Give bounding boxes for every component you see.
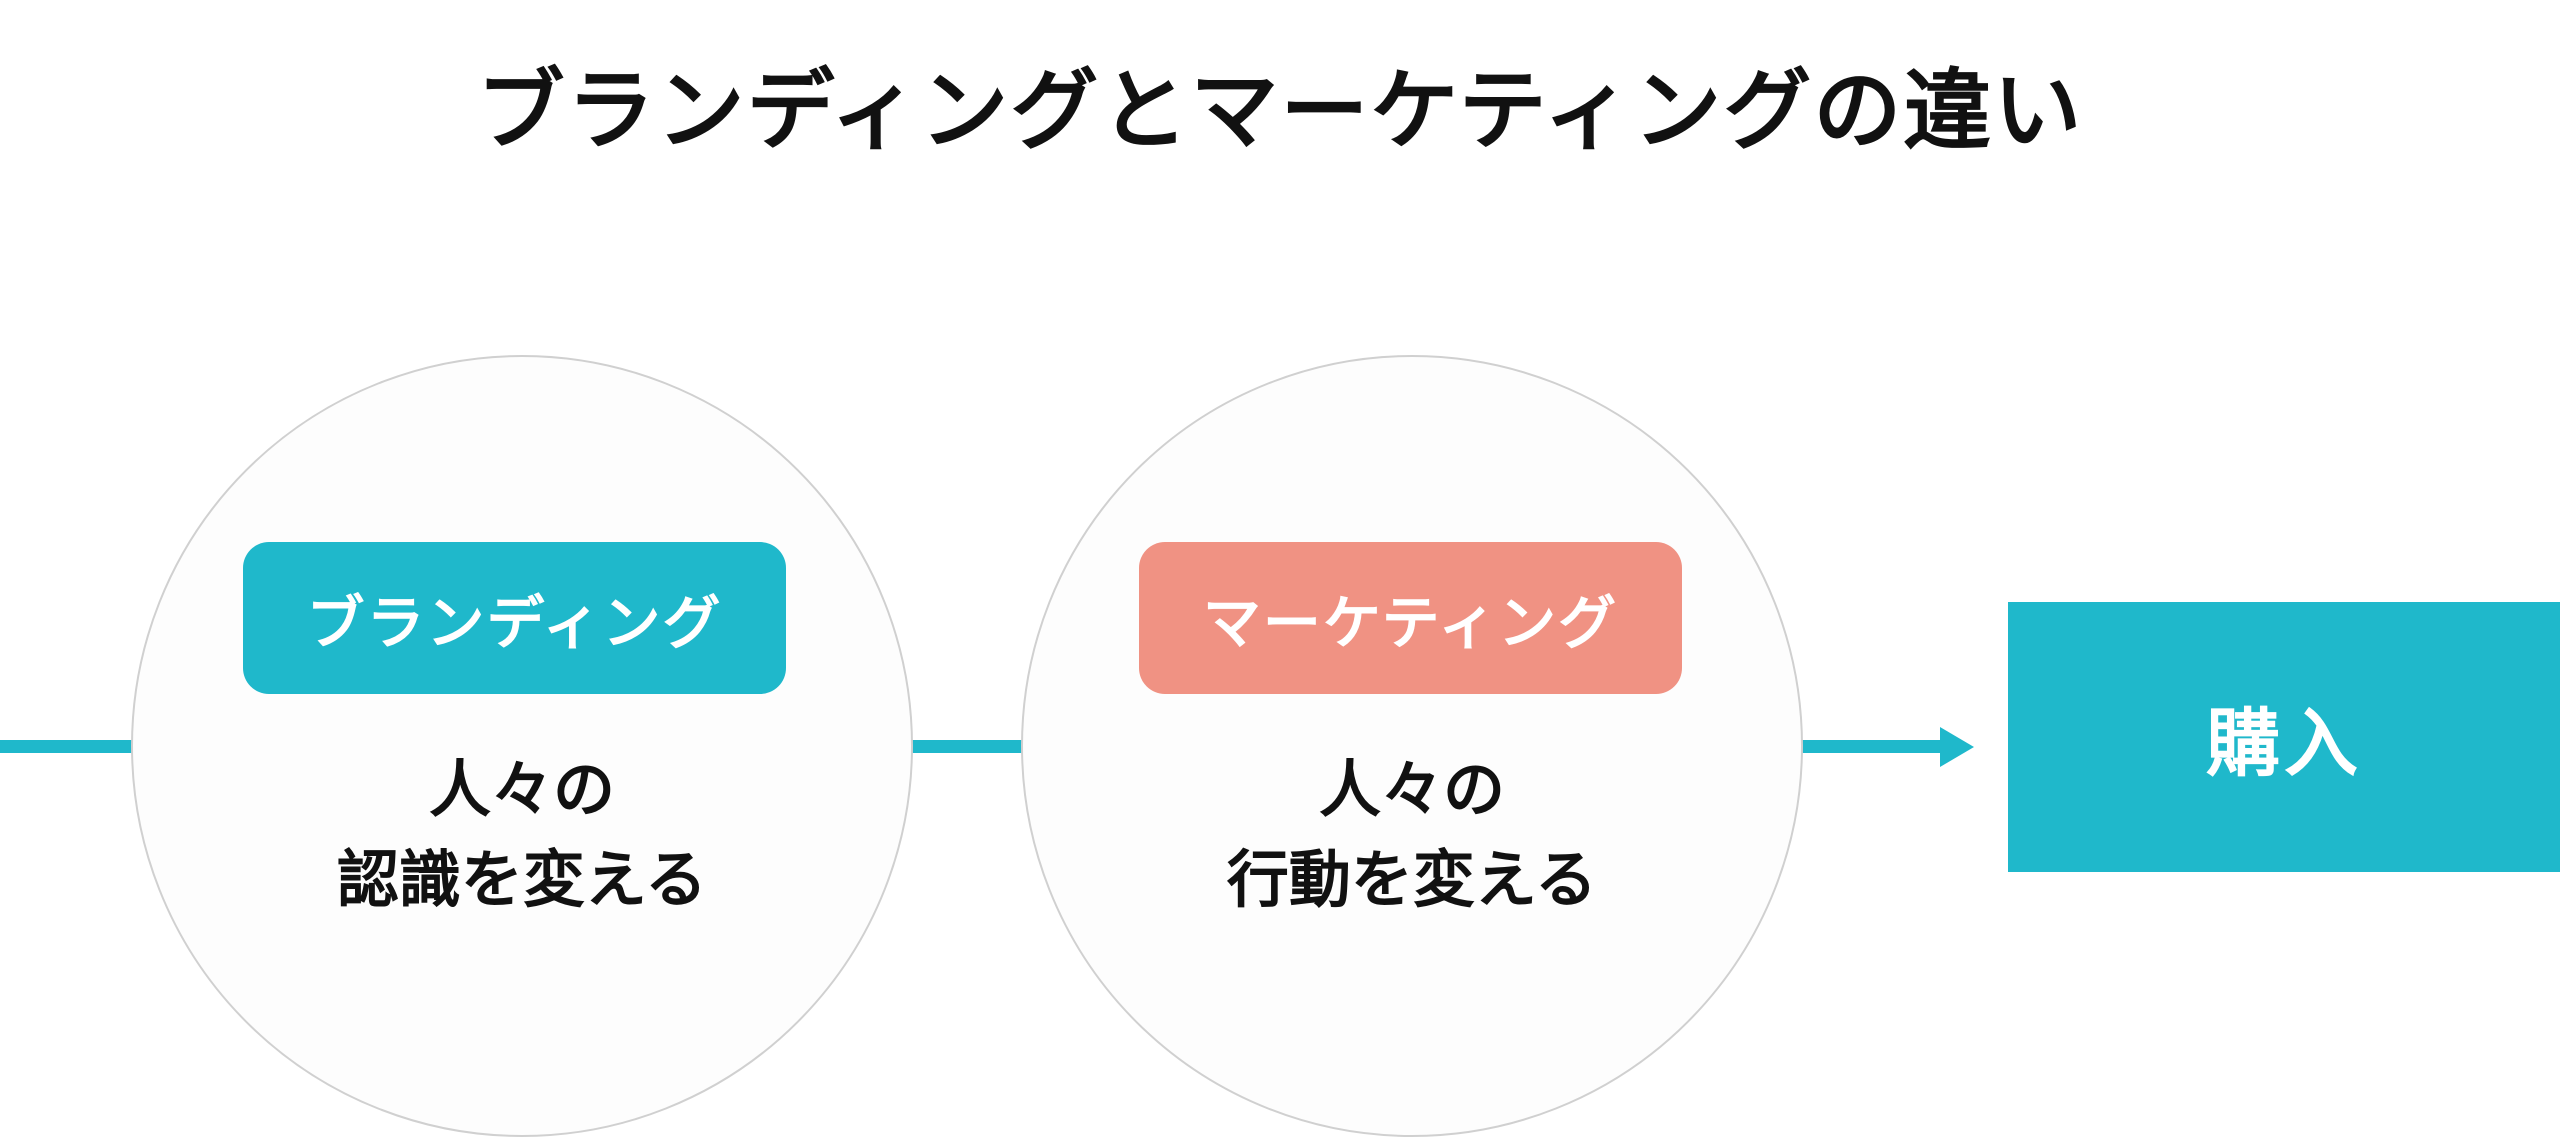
purchase-box: 購入 — [2008, 602, 2560, 872]
flow-line — [1800, 740, 1945, 753]
marketing-description: 人々の 行動を変える — [1021, 745, 1803, 925]
branding-circle — [131, 355, 913, 1137]
marketing-circle — [1021, 355, 1803, 1137]
marketing-badge: マーケティング — [1139, 542, 1682, 694]
flow-line — [910, 740, 1025, 753]
arrow-right-icon — [1940, 727, 1974, 767]
flow-line — [0, 740, 140, 753]
description-line: 人々の — [428, 753, 615, 826]
branding-description: 人々の 認識を変える — [131, 745, 913, 925]
branding-badge: ブランディング — [243, 542, 786, 694]
description-line: 人々の — [1318, 753, 1505, 826]
page-title: ブランディングとマーケティングの違い — [476, 59, 2084, 162]
description-line: 行動を変える — [1226, 843, 1598, 916]
description-line: 認識を変える — [336, 843, 708, 916]
